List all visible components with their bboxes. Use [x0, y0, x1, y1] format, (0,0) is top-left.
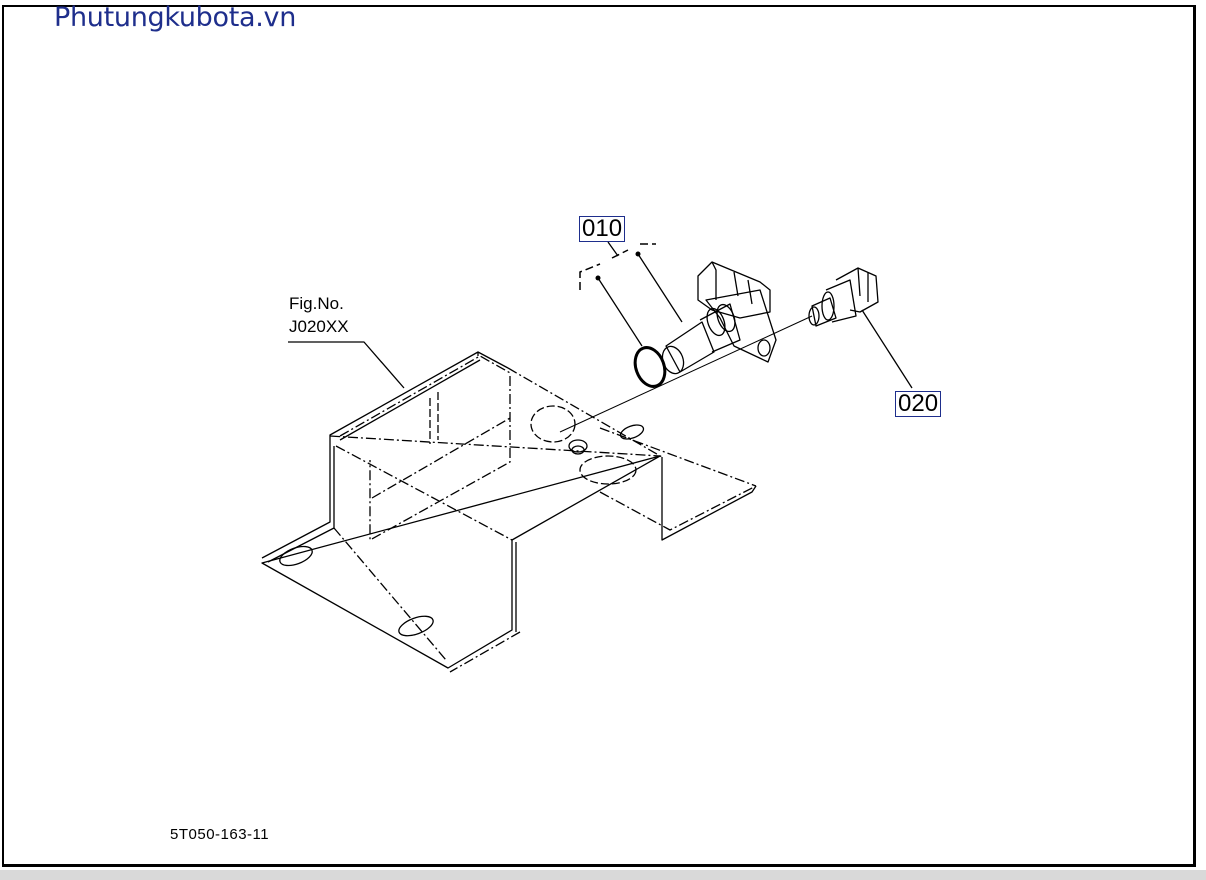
part-label-020[interactable]: 020 [895, 391, 942, 417]
fig-label: Fig.No. [289, 294, 344, 313]
leader-010-bracket [579, 243, 656, 290]
boss-inner [571, 445, 585, 455]
mount-slot-bottom [398, 615, 434, 637]
bottom-strip [0, 870, 1206, 880]
speed-sensor [661, 261, 777, 375]
sensor-hole-lower [579, 455, 637, 485]
leader-fig [288, 341, 405, 389]
bracket-outline [261, 351, 757, 669]
boss [568, 439, 588, 453]
figure-reference: Fig.No. J020XX [289, 292, 349, 338]
fig-number[interactable]: J020XX [289, 317, 349, 336]
bracket-hidden-edges [329, 367, 757, 673]
assembly-axis [559, 315, 813, 433]
leader-010 [597, 241, 683, 347]
leader-020 [861, 309, 913, 389]
sensor-hole-upper [530, 405, 576, 443]
drawing-code: 5T050-163-11 [170, 826, 270, 843]
mount-slot-left [279, 545, 313, 567]
vertical-slot [429, 392, 439, 444]
part-label-010[interactable]: 010 [579, 216, 626, 242]
drawing-frame [2, 5, 1196, 867]
bracket-top-edge [339, 355, 513, 437]
watermark: Phutungkubota.vn [54, 2, 297, 33]
mount-slot-right [619, 424, 645, 440]
plug-bolt [808, 267, 879, 327]
